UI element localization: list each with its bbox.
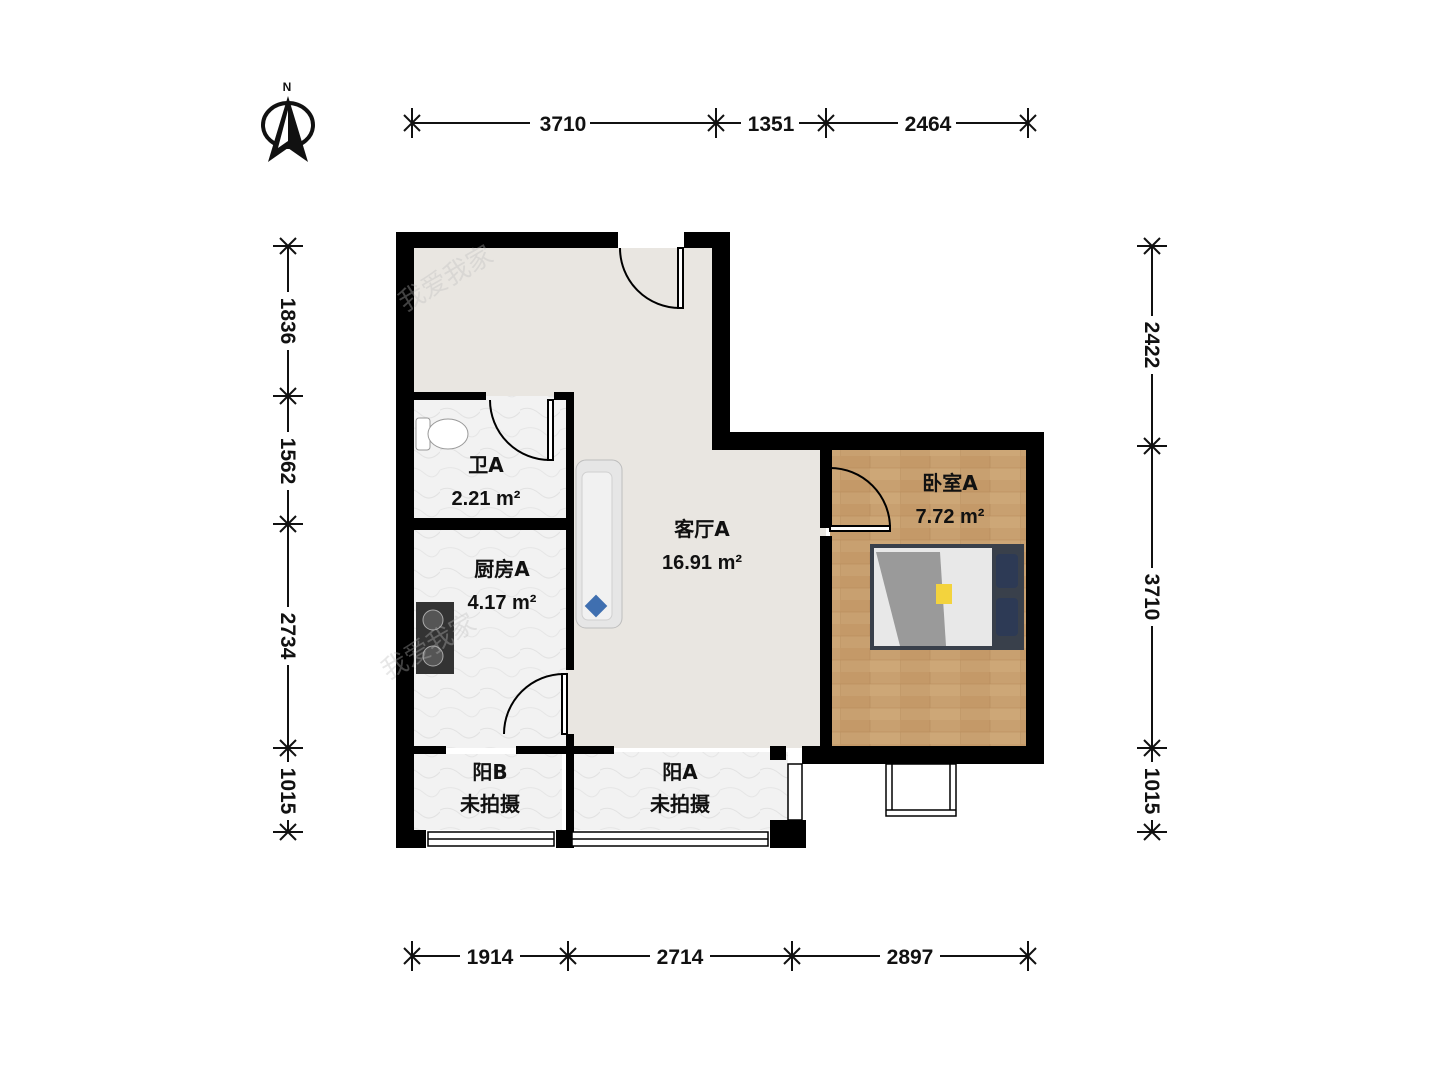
dim-left-3: 2734: [276, 613, 299, 660]
walls: [396, 232, 1044, 848]
room-area-bedroom: 7.72 m²: [916, 506, 985, 528]
windows: [427, 763, 957, 847]
room-name-balcony-a: 阳A: [662, 760, 698, 784]
room-note-balcony-a: 未拍摄: [650, 792, 711, 816]
room-note-balcony-b: 未拍摄: [460, 792, 521, 816]
room-name-kitchen: 厨房A: [474, 557, 530, 581]
room-area-kitchen: 4.17 m²: [468, 592, 537, 614]
dimension-labels: 3710 1351 2464 1914 2714 2897 1836 1562 …: [276, 111, 1164, 969]
room-area-bath: 2.21 m²: [452, 488, 521, 510]
dim-top-3: 2464: [905, 113, 952, 136]
dim-right-2: 3710: [1140, 574, 1163, 621]
dim-bottom-3: 2897: [887, 946, 934, 969]
dim-top-2: 1351: [748, 113, 795, 136]
dim-top-1: 3710: [540, 113, 587, 136]
room-name-living: 客厅A: [673, 517, 730, 541]
dim-left-1: 1836: [276, 298, 299, 345]
room-area-living: 16.91 m²: [662, 552, 742, 574]
dim-left-4: 1015: [276, 768, 299, 815]
north-label: N: [283, 80, 292, 94]
room-name-bedroom: 卧室A: [922, 471, 978, 495]
toilet-icon: [415, 417, 469, 451]
room-labels: 客厅A 16.91 m² 卫A 2.21 m² 厨房A 4.17 m² 卧室A …: [452, 453, 985, 816]
dim-bottom-1: 1914: [467, 946, 514, 969]
room-name-balcony-b: 阳B: [472, 760, 507, 784]
dim-bottom-2: 2714: [657, 946, 704, 969]
north-arrow-icon: N: [261, 80, 315, 162]
dim-right-1: 2422: [1140, 322, 1163, 369]
bed-icon: [870, 544, 1024, 650]
dim-right-3: 1015: [1140, 768, 1163, 815]
stove-icon: [416, 602, 454, 674]
sofa-icon: [575, 459, 623, 629]
room-name-bath: 卫A: [468, 453, 504, 477]
doors: [489, 247, 891, 735]
dim-left-2: 1562: [276, 438, 299, 485]
